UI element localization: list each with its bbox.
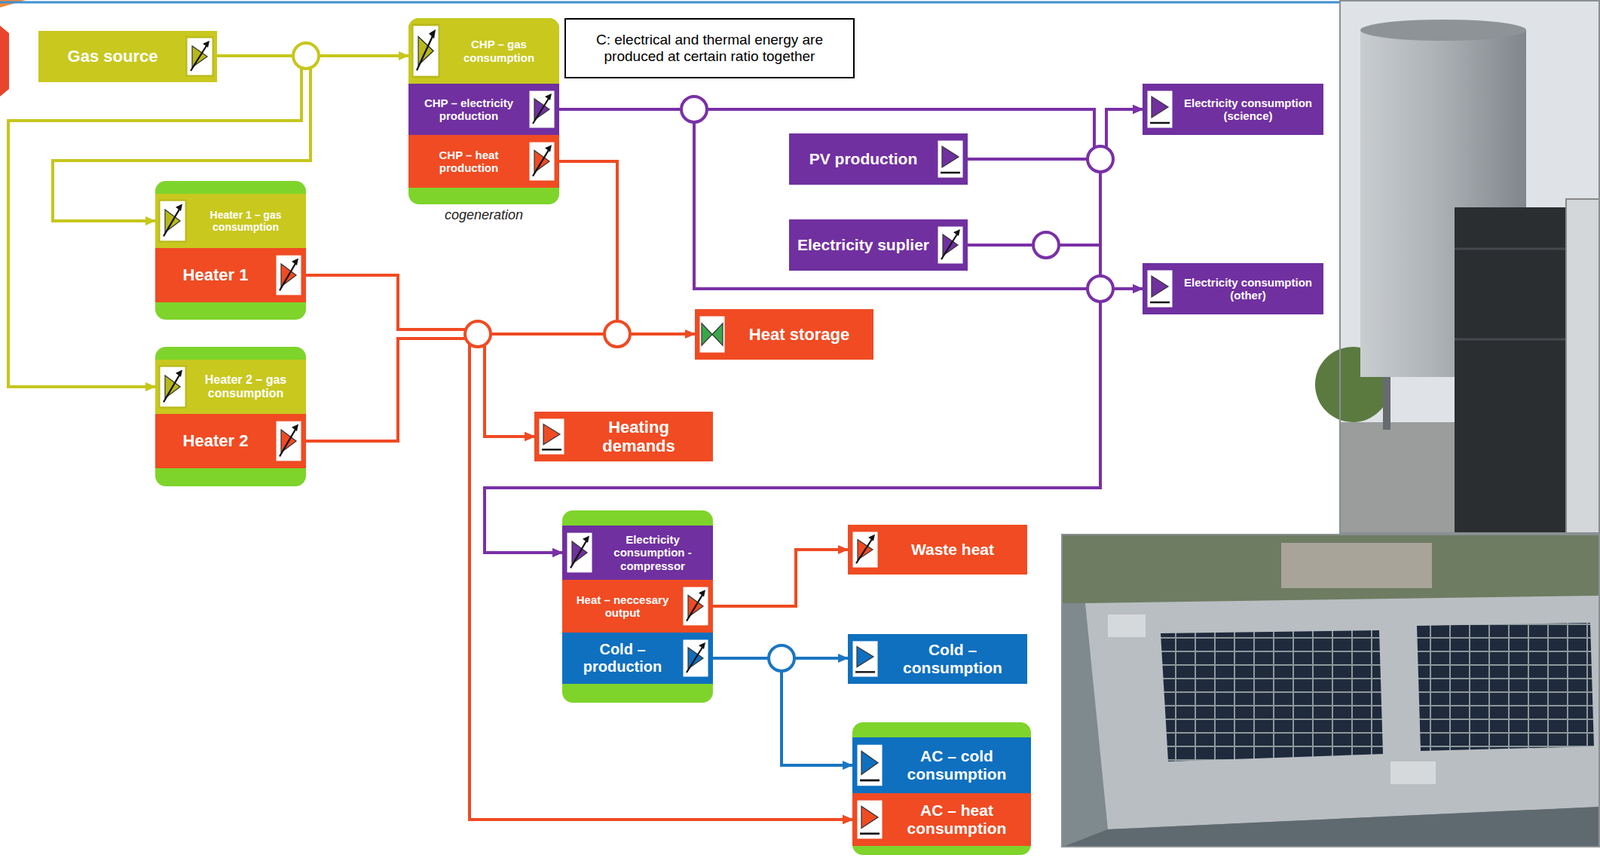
node-label: cogeneration (385, 207, 582, 224)
flow-connector (712, 549, 848, 606)
node-label: Heater 1 – gas consumption (191, 208, 300, 233)
flow-icon (274, 419, 303, 463)
node-label: Heat – neccesary output (568, 593, 677, 620)
side-decoration (0, 25, 10, 97)
process-box: CHP – gas consumption (408, 18, 560, 84)
node-label: Heat storage (731, 324, 868, 344)
node-label: AC – cold consumption (888, 746, 1025, 784)
node-label: Waste heat (884, 540, 1022, 559)
node-label: Electricity suplier (795, 235, 932, 254)
flow-connector (484, 109, 1101, 553)
process-box: Electricity consumption (science) (1142, 83, 1324, 135)
flow-icon (936, 138, 965, 180)
junction-dot (681, 96, 707, 123)
flow-icon (158, 364, 187, 409)
junction-dot (293, 42, 319, 69)
flow-icon (411, 23, 441, 79)
process-box: Cold – production (562, 632, 713, 684)
process-box: Heater 1 (155, 247, 306, 303)
junction-dot (1033, 232, 1059, 258)
frame-line (0, 1, 1340, 4)
flow-icon (158, 198, 187, 243)
flow-icon (185, 36, 215, 77)
flow-icon (1145, 88, 1175, 130)
process-box: Heater 2 (155, 413, 306, 469)
process-box: Heater 1 – gas consumption (155, 193, 306, 248)
process-box: PV production (789, 133, 968, 185)
node-label: Electricity consumption (science) (1178, 96, 1318, 123)
node-label: CHP – heat production (414, 148, 524, 175)
node-label: Heating demands (570, 417, 707, 456)
junction-dot (1087, 275, 1114, 302)
process-box: Heat – neccesary output (562, 579, 713, 633)
note-box: C: electrical and thermal energy are pro… (564, 18, 855, 79)
flow-icon (1145, 268, 1175, 309)
flow-icon (697, 314, 727, 355)
node-label: Heater 2 – gas consumption (191, 373, 300, 401)
group-box: Electricity consumption - compressorHeat… (562, 510, 713, 703)
group-box: cogenerationCHP – gas consumptionCHP – e… (408, 18, 560, 205)
flow-connector (559, 161, 695, 334)
flow-icon (855, 798, 885, 841)
flow-connector (305, 338, 853, 820)
node-label: Cold – consumption (884, 640, 1022, 677)
node-label: Heater 2 (161, 431, 270, 450)
process-box: CHP – electricity production (408, 83, 560, 135)
tank-photo (1315, 0, 1600, 534)
node-label: Electricity consumption (other) (1178, 275, 1318, 303)
node-label: Cold – production (568, 640, 677, 676)
process-box: Cold – consumption (847, 633, 1028, 684)
rooftop-photo (1061, 533, 1600, 848)
flow-connector (484, 244, 1101, 553)
flow-connector (469, 333, 853, 820)
flow-icon (681, 584, 710, 628)
junction-dot (465, 321, 491, 347)
node-label: CHP – gas consumption (444, 37, 554, 65)
flow-icon (527, 140, 557, 183)
node-label: Electricity consumption - compressor (598, 532, 707, 573)
junction-dot (768, 645, 795, 671)
node-label: Heater 1 (161, 265, 270, 285)
flow-icon (850, 529, 880, 570)
node-label: C: electrical and thermal energy are pro… (573, 31, 846, 65)
flow-icon (537, 416, 566, 456)
flow-connector (559, 109, 1143, 289)
flow-connector (305, 338, 535, 441)
process-box: CHP – heat production (408, 134, 560, 188)
process-box: AC – cold consumption (852, 737, 1031, 793)
junction-dot (1087, 146, 1114, 172)
group-box: Heater 2 – gas consumptionHeater 2 (155, 346, 306, 487)
flow-icon (936, 224, 965, 266)
flow-icon (681, 637, 710, 679)
group-box: AC – cold consumption AC – heat consumpti… (852, 721, 1031, 855)
junction-dot (604, 321, 631, 347)
process-box: Electricity suplier (789, 219, 968, 271)
process-box: Electricity consumption - compressor (562, 525, 713, 580)
group-box: Heater 1 – gas consumptionHeater 1 (155, 180, 306, 320)
flow-connector (305, 275, 535, 437)
flow-icon (274, 253, 303, 297)
node-label: PV production (795, 149, 932, 169)
process-box: Electricity consumption (other) (1142, 263, 1324, 315)
node-label: CHP – electricity production (414, 96, 524, 123)
flow-icon (850, 639, 880, 679)
node-label: AC – heat consumption (888, 801, 1025, 838)
process-box: AC – heat consumption (852, 792, 1031, 846)
flow-icon (565, 530, 594, 575)
flow-connector (712, 657, 853, 765)
node-label: Gas source (44, 46, 181, 66)
process-box: Gas source (38, 30, 218, 83)
process-box: Heat storage (694, 308, 874, 360)
flow-connector (967, 109, 1143, 160)
flow-connector (967, 109, 1143, 245)
flow-icon (527, 88, 557, 130)
process-box: Heater 2 – gas consumption (155, 359, 306, 414)
flow-icon (855, 742, 885, 788)
process-box: Waste heat (847, 524, 1028, 575)
process-box: Heating demands (534, 411, 713, 462)
